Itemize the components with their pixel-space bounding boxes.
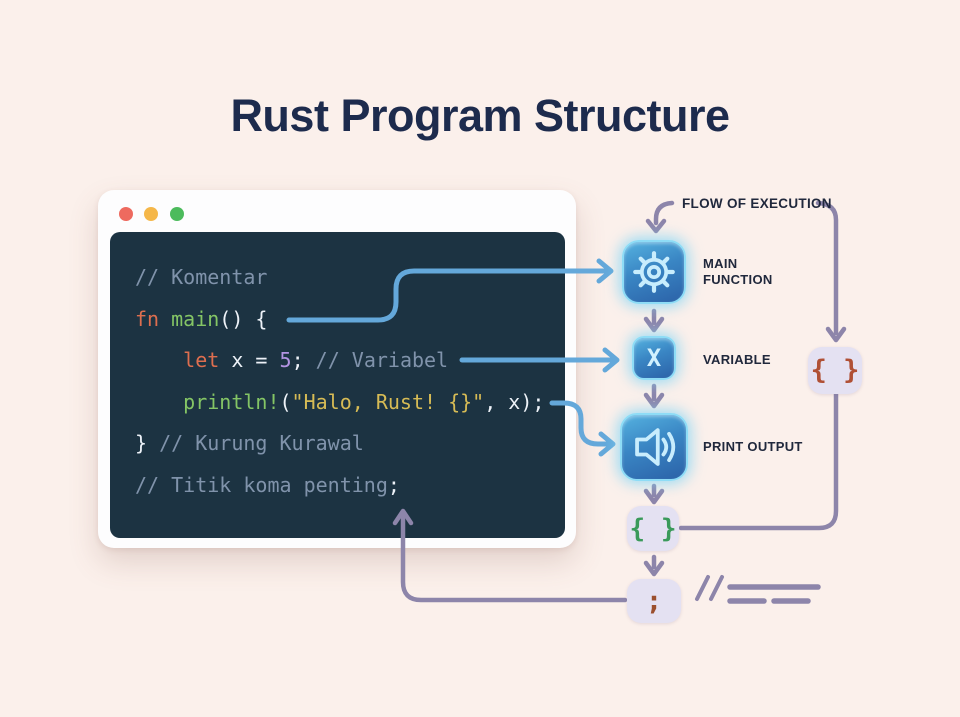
code-token: // Variabel: [303, 348, 449, 372]
semicolon-badge: ;: [627, 579, 681, 623]
code-token: ;: [291, 348, 304, 372]
code-line-semicolon-comment: // Titik koma penting;: [135, 465, 565, 507]
comment-lines-decoration: [695, 575, 821, 604]
code-token: }: [135, 431, 160, 455]
traffic-light-green-icon: [170, 207, 184, 221]
arrow-flow-header-left: [645, 200, 675, 234]
print-output-label: PRINT OUTPUT: [703, 439, 803, 454]
code-line-fn-main: fn main() {: [135, 299, 565, 341]
print-output-node: [620, 413, 688, 481]
side-braces-badge: { }: [808, 347, 862, 394]
connector-side-braces-to-block-braces: [678, 391, 839, 531]
flow-of-execution-label: FLOW OF EXECUTION: [682, 196, 832, 211]
code-token: 5: [279, 348, 292, 372]
code-token: main: [171, 306, 220, 331]
arrow-flow-header-to-side-braces: [815, 200, 847, 343]
traffic-light-yellow-icon: [144, 207, 158, 221]
code-token: println!: [183, 389, 280, 414]
speaker-icon: [635, 428, 676, 466]
gear-icon: [633, 251, 675, 293]
block-braces-badge: { }: [627, 506, 679, 551]
code-line-let: let x = 5; // Variabel: [135, 340, 565, 382]
code-line-comment: // Komentar: [135, 257, 565, 299]
main-function-node: [622, 240, 686, 304]
code-area: // Komentar fn main() { let x = 5; // Va…: [110, 232, 565, 538]
code-token: "Halo, Rust! {}": [291, 389, 485, 414]
code-token: let: [183, 348, 220, 372]
code-line-closing-brace: } // Kurung Kurawal: [135, 423, 565, 465]
x-glyph: X: [646, 344, 662, 372]
code-token: // Titik koma penting: [135, 472, 388, 497]
arrow-x-to-speaker: [643, 383, 665, 409]
code-token: ;: [387, 472, 400, 497]
code-line-println: println!("Halo, Rust! {}", x);: [135, 382, 565, 424]
arrow-speaker-to-braces: [643, 483, 665, 505]
code-token: (: [279, 389, 292, 414]
arrow-braces-to-semicolon: [643, 554, 665, 577]
traffic-light-red-icon: [119, 207, 133, 221]
code-token: , x);: [484, 389, 545, 414]
variable-node: X: [632, 336, 676, 380]
main-function-label: MAIN FUNCTION: [703, 256, 773, 287]
braces-glyph: { }: [810, 355, 860, 386]
semicolon-glyph: ;: [645, 585, 663, 617]
code-token: fn: [135, 306, 172, 331]
braces-glyph: { }: [629, 513, 677, 544]
arrow-gear-to-x: [643, 308, 665, 333]
code-token: // Komentar: [135, 265, 268, 289]
code-token: [135, 390, 183, 414]
code-token: // Kurung Kurawal: [159, 431, 364, 455]
code-token: x =: [219, 348, 280, 372]
page-title: Rust Program Structure: [230, 90, 730, 141]
code-token: () {: [219, 306, 268, 331]
code-token: [135, 348, 183, 372]
variable-label: VARIABLE: [703, 352, 771, 367]
